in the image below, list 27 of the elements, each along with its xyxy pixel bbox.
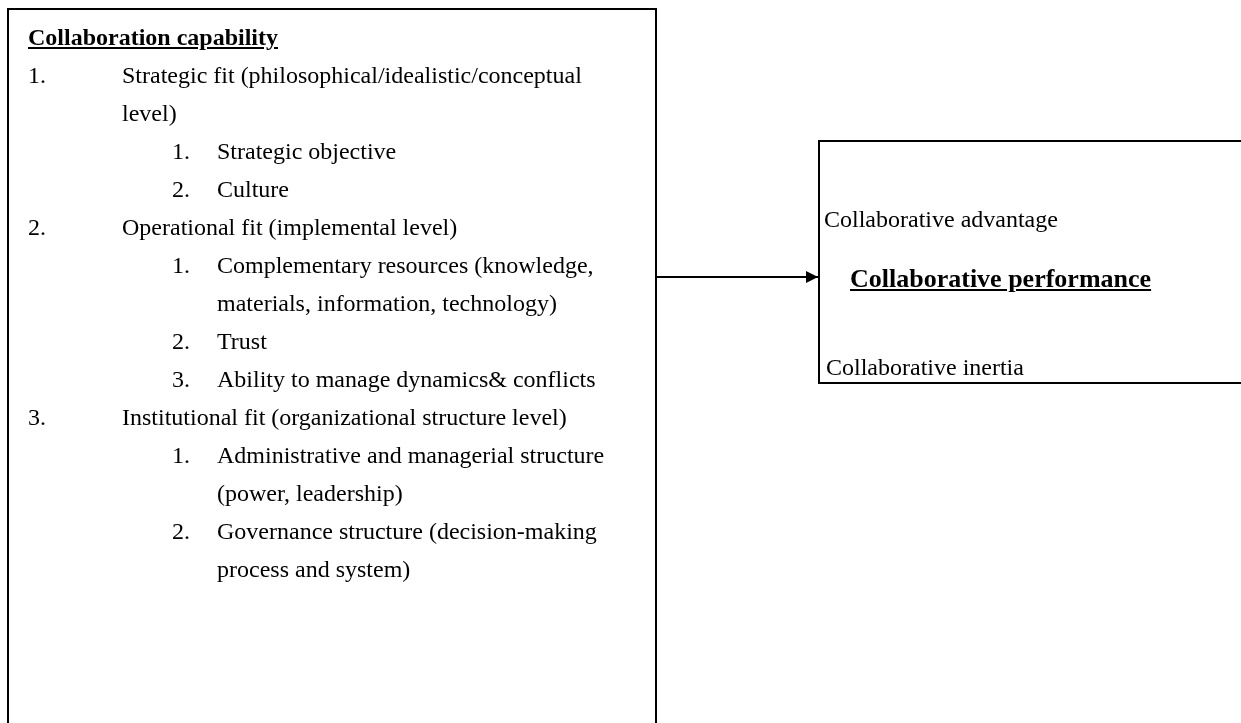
list-box	[7, 8, 657, 723]
arrow	[656, 271, 819, 283]
list-item: Operational fit (implemental level)	[122, 213, 459, 242]
list-item: Strategic objective	[217, 137, 398, 166]
list-item: Governance structure (decision-making process and system)	[217, 517, 598, 584]
outcome-heading: Collaborative performance	[850, 263, 1152, 295]
outcome-label: Collaborative advantage	[824, 205, 1058, 234]
list-number: 1.	[172, 251, 190, 280]
outcome-box	[818, 140, 1241, 384]
list-number: 3.	[172, 365, 190, 394]
list-number: 2.	[172, 517, 190, 546]
list-number: 2.	[28, 213, 46, 242]
list-item: Institutional fit (organizational structure level)	[122, 403, 568, 432]
list-item: Administrative and managerial structure (power, leadership)	[217, 441, 605, 508]
list-number: 1.	[172, 137, 190, 166]
list-number: 1.	[28, 61, 46, 90]
list-item: Strategic fit (philosophical/idealistic/conceptual level)	[122, 61, 583, 128]
list-item: Culture	[217, 175, 290, 204]
list-item: Complementary resources (knowledge, materials, information, technology)	[217, 251, 595, 318]
list-item: Trust	[217, 327, 268, 356]
list-heading: Collaboration capability	[28, 23, 279, 52]
list-number: 2.	[172, 327, 190, 356]
outcome-label: Collaborative inertia	[826, 353, 1024, 382]
list-number: 2.	[172, 175, 190, 204]
list-number: 3.	[28, 403, 46, 432]
list-number: 1.	[172, 441, 190, 470]
list-item: Ability to manage dynamics& conflicts	[217, 365, 597, 394]
